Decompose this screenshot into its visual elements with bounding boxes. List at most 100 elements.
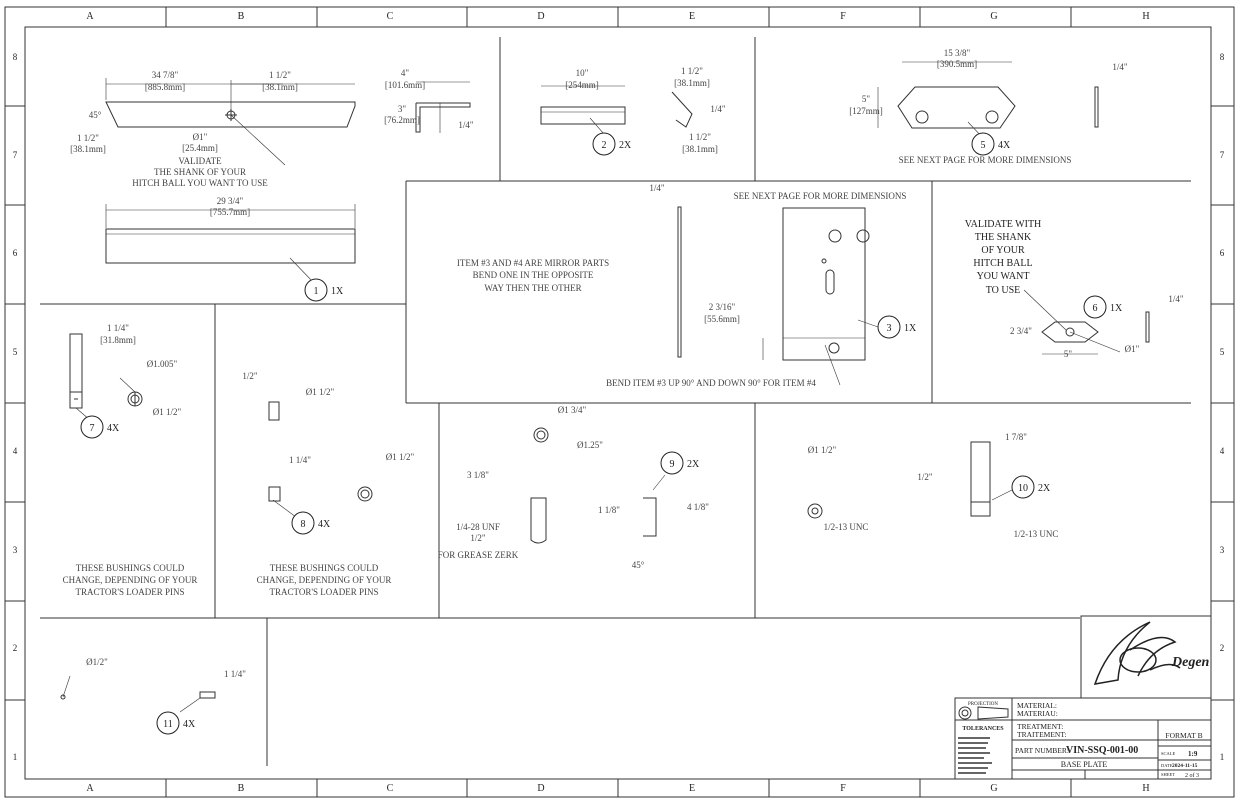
logo-text: Degen — [1171, 655, 1210, 670]
dim-item8-od2: Ø1 1/2" — [386, 452, 415, 462]
dim-item8-w2: 1 1/4" — [289, 455, 311, 465]
item1-side-view — [105, 204, 356, 283]
dim-item7-w-mm: [31.8mm] — [100, 335, 136, 345]
balloon-item-8: 8 4X — [291, 511, 331, 535]
row-dividers — [5, 105, 1234, 701]
dim-item8-w: 1/2" — [242, 371, 258, 381]
dim-item5-height: 5" — [862, 94, 871, 104]
zone-col-c-bottom: C — [387, 783, 394, 794]
format-label: FORMAT B — [1165, 731, 1202, 740]
dim-item8-od: Ø1 1/2" — [306, 387, 335, 397]
note-validate-1: VALIDATE WITH — [965, 219, 1042, 230]
zone-col-b: B — [238, 11, 245, 22]
zone-col-a: A — [86, 11, 94, 22]
dim-item2b-c-mm: [38.1mm] — [682, 144, 718, 154]
balloon-qty: 4X — [183, 719, 196, 730]
tolerance-lines — [958, 737, 992, 774]
tolerances-label: TOLERANCES — [962, 726, 1004, 732]
balloon-number: 5 — [981, 140, 986, 151]
title-block — [954, 697, 1212, 780]
zone-row-4-right: 4 — [1220, 446, 1225, 456]
zone-row-4: 4 — [13, 446, 18, 456]
zone-row-6-right: 6 — [1220, 248, 1225, 258]
balloon-number: 10 — [1018, 483, 1028, 494]
zone-row-3: 3 — [13, 545, 18, 555]
zone-row-1-right: 1 — [1220, 752, 1225, 762]
angle-section — [415, 81, 471, 133]
company-logo: Degen — [1080, 615, 1212, 699]
dim-item9-w: 1 1/8" — [598, 505, 620, 515]
note-mirror-1: ITEM #3 AND #4 ARE MIRROR PARTS — [457, 258, 609, 268]
balloon-number: 1 — [314, 286, 319, 297]
balloon-qty: 1X — [1110, 303, 1123, 314]
dim-item6-w: 5" — [1064, 349, 1073, 359]
balloon-qty: 4X — [107, 423, 120, 434]
dim-angle-height-mm: [76.2mm] — [384, 115, 420, 125]
part-number-label: PART NUMBER: — [1015, 746, 1069, 755]
balloon-number: 9 — [670, 459, 675, 470]
dim-item6-hole: Ø1" — [1125, 344, 1140, 354]
dim-angle-width-mm: [101.6mm] — [385, 80, 425, 90]
zone-col-d: D — [537, 11, 544, 22]
balloon-circle — [1011, 475, 1035, 499]
zone-row-2-right: 2 — [1220, 643, 1225, 653]
dim-item9-depth: 1/2" — [470, 533, 486, 543]
item5-view — [877, 61, 1099, 139]
balloon-circle — [592, 132, 616, 156]
note-bushing-b-3: TRACTOR'S LOADER PINS — [270, 587, 379, 597]
balloon-number: 3 — [887, 323, 892, 334]
balloon-number: 6 — [1093, 303, 1098, 314]
balloon-circle — [80, 415, 104, 439]
item11-view — [60, 675, 216, 713]
dim-angle-height: 3" — [398, 104, 407, 114]
balloon-number: 8 — [301, 519, 306, 530]
note-item1-validate: VALIDATE — [178, 156, 222, 166]
scale-label: SCALE — [1161, 751, 1176, 756]
zone-col-e-bottom: E — [689, 783, 695, 794]
dim-item11-w: 1 1/4" — [224, 669, 246, 679]
zone-row-7: 7 — [13, 150, 18, 160]
balloon-circle — [971, 132, 995, 156]
dim-item3-offset: 2 3/16" — [709, 302, 736, 312]
balloon-circle — [304, 278, 328, 302]
dim-item7-w: 1 1/4" — [107, 323, 129, 333]
item9-view — [530, 427, 666, 544]
zone-col-d-bottom: D — [537, 783, 544, 794]
balloon-qty: 4X — [318, 519, 331, 530]
zone-row-1: 1 — [13, 752, 18, 762]
sheet-value: 2 of 3 — [1185, 772, 1199, 779]
dim-item7-bore: Ø1.005" — [147, 359, 178, 369]
part-number: VIN-SSQ-001-00 — [1066, 745, 1138, 756]
dim-item10-thread: 1/2-13 UNC — [824, 522, 869, 532]
note-mirror-2: BEND ONE IN THE OPPOSITE — [473, 270, 594, 280]
dim-item9-len: 3 1/8" — [467, 470, 489, 480]
dim-item9-id: Ø1.25" — [577, 440, 603, 450]
treatment-label-fr: TRAITEMENT: — [1017, 730, 1067, 739]
scale-value: 1:9 — [1188, 750, 1198, 758]
zone-row-2: 2 — [13, 643, 18, 653]
dim-item10-len: 1/2" — [917, 472, 933, 482]
dim-item2-length-mm: [254mm] — [565, 80, 599, 90]
item1-dims: 34 7/8" [885.8mm] 1 1/2" [38.1mm] 45° 1 … — [70, 70, 298, 188]
balloon-circle — [1083, 295, 1107, 319]
dim-item10-thread2: 1/2-13 UNC — [1014, 529, 1059, 539]
dim-item5-height-mm: [127mm] — [849, 106, 883, 116]
zone-col-f: F — [840, 11, 846, 22]
material-label: MATERIAL: — [1017, 701, 1057, 710]
balloon-qty: 2X — [1038, 483, 1051, 494]
balloon-qty: 1X — [904, 323, 917, 334]
dim-item2b-a-mm: [38.1mm] — [674, 78, 710, 88]
dim-item1-full: 29 3/4" — [217, 196, 244, 206]
dim-item2-length: 10" — [576, 68, 589, 78]
note-bushing-a-2: CHANGE, DEPENDING OF YOUR — [63, 575, 198, 585]
note-item1-shank: THE SHANK OF YOUR — [154, 167, 246, 177]
dim-item9-od: Ø1 3/4" — [558, 405, 587, 415]
note-see-next-top: SEE NEXT PAGE FOR MORE DIMENSIONS — [899, 155, 1072, 165]
zone-letters: A B C D E F G H A B C D E F G H — [86, 11, 1149, 794]
dim-item6-a: 2 3/4" — [1010, 326, 1032, 336]
